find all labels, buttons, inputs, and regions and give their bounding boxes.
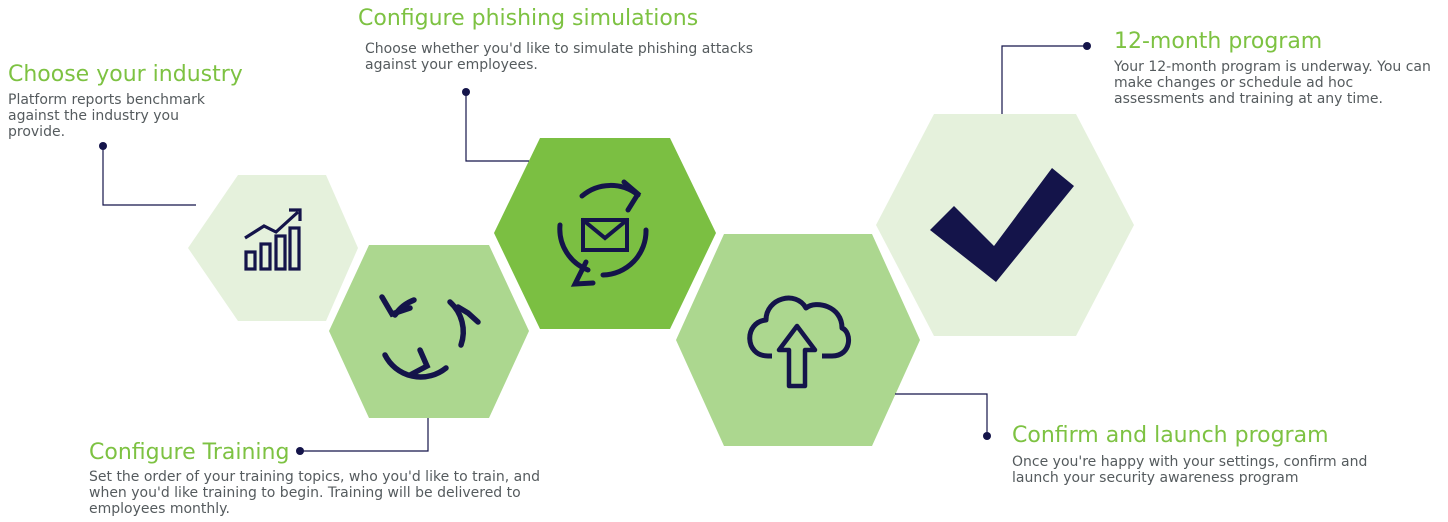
connector-training (300, 418, 429, 452)
cycle-arrows-icon (379, 294, 481, 380)
step-desc-confirm-launch: Once you're happy with your settings, co… (1012, 454, 1368, 486)
hex-choose-industry (188, 175, 358, 321)
connector-dot-training (296, 447, 304, 455)
step-title-configure-training: Configure Training (89, 440, 290, 465)
checkmark-icon (930, 168, 1074, 282)
step-desc-12-month: Your 12-month program is underway. You c… (1114, 59, 1431, 107)
step-title-choose-industry: Choose your industry (8, 62, 243, 87)
email-cycle-icon (557, 179, 649, 287)
connector-dot-industry (99, 142, 107, 150)
step-desc-configure-phishing: Choose whether you'd like to simulate ph… (365, 41, 753, 73)
step-title-configure-phishing: Configure phishing simulations (358, 6, 699, 31)
connector-industry (102, 146, 196, 206)
hex-configure-phishing (494, 138, 716, 329)
bar-chart-growth-icon (244, 208, 302, 271)
connector-dot-12-month (1083, 42, 1091, 50)
hex-confirm-launch (676, 234, 920, 446)
hex-12-month (876, 114, 1134, 336)
connector-phishing (465, 92, 529, 162)
connector-dot-launch (983, 432, 991, 440)
cloud-upload-icon (747, 295, 852, 389)
step-title-confirm-launch: Confirm and launch program (1012, 423, 1329, 448)
connector-dot-phishing (462, 88, 470, 96)
connector-launch (895, 393, 988, 436)
connector-12-month (1001, 45, 1087, 114)
step-title-12-month: 12-month program (1114, 29, 1323, 54)
step-desc-configure-training: Set the order of your training topics, w… (89, 469, 540, 517)
hex-configure-training (329, 245, 529, 418)
step-desc-choose-industry: Platform reports benchmark against the i… (8, 92, 206, 140)
